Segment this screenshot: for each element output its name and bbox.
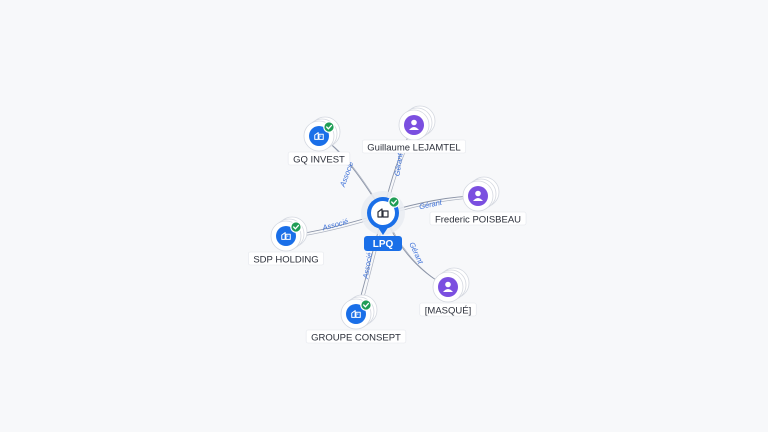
node-label: SDP HOLDING — [253, 254, 318, 265]
node-sdp-holding[interactable]: SDP HOLDING — [248, 216, 324, 266]
center-label-bg — [364, 236, 402, 251]
node-frederic[interactable]: Frederic POISBEAU — [429, 176, 527, 226]
edge-label: Gérant — [418, 198, 443, 212]
node-label: GQ INVEST — [293, 154, 345, 165]
person-icon — [443, 281, 453, 292]
node-masque[interactable]: [MASQUÉ] — [419, 267, 477, 317]
verified-check-icon — [360, 299, 372, 311]
verified-check-icon — [388, 196, 400, 208]
node-gq-invest[interactable]: GQ INVEST — [287, 116, 351, 166]
center-label: LPQ — [373, 239, 394, 250]
node-label-bg — [429, 211, 527, 226]
node-label: Guillaume LEJAMTEL — [367, 142, 460, 153]
nodes-layer: GQ INVEST Guillaume LEJAMTEL Frederic POIS… — [248, 105, 527, 344]
node-groupe-consept[interactable]: GROUPE CONSEPT — [305, 294, 407, 344]
node-label: GROUPE CONSEPT — [311, 332, 401, 343]
verified-check-icon — [323, 121, 335, 133]
node-label-bg — [361, 139, 467, 154]
verified-check-icon — [290, 221, 302, 233]
company-icon — [281, 232, 291, 240]
company-icon — [314, 132, 324, 140]
edge-label: Associé — [321, 217, 350, 233]
node-label-bg — [287, 151, 351, 166]
person-icon — [409, 119, 419, 130]
company-icon — [377, 208, 389, 218]
company-icon — [351, 310, 361, 318]
person-icon — [473, 190, 483, 201]
center-node[interactable]: LPQ — [361, 191, 405, 251]
edge-label: Gérant — [407, 241, 425, 266]
edge-label: Gérant — [392, 152, 404, 177]
node-label-bg — [419, 302, 477, 317]
node-guillaume[interactable]: Guillaume LEJAMTEL — [361, 105, 467, 154]
node-label-bg — [248, 251, 324, 266]
node-label: Frederic POISBEAU — [435, 214, 521, 225]
node-label-bg — [305, 329, 407, 344]
node-label: [MASQUÉ] — [425, 305, 471, 316]
